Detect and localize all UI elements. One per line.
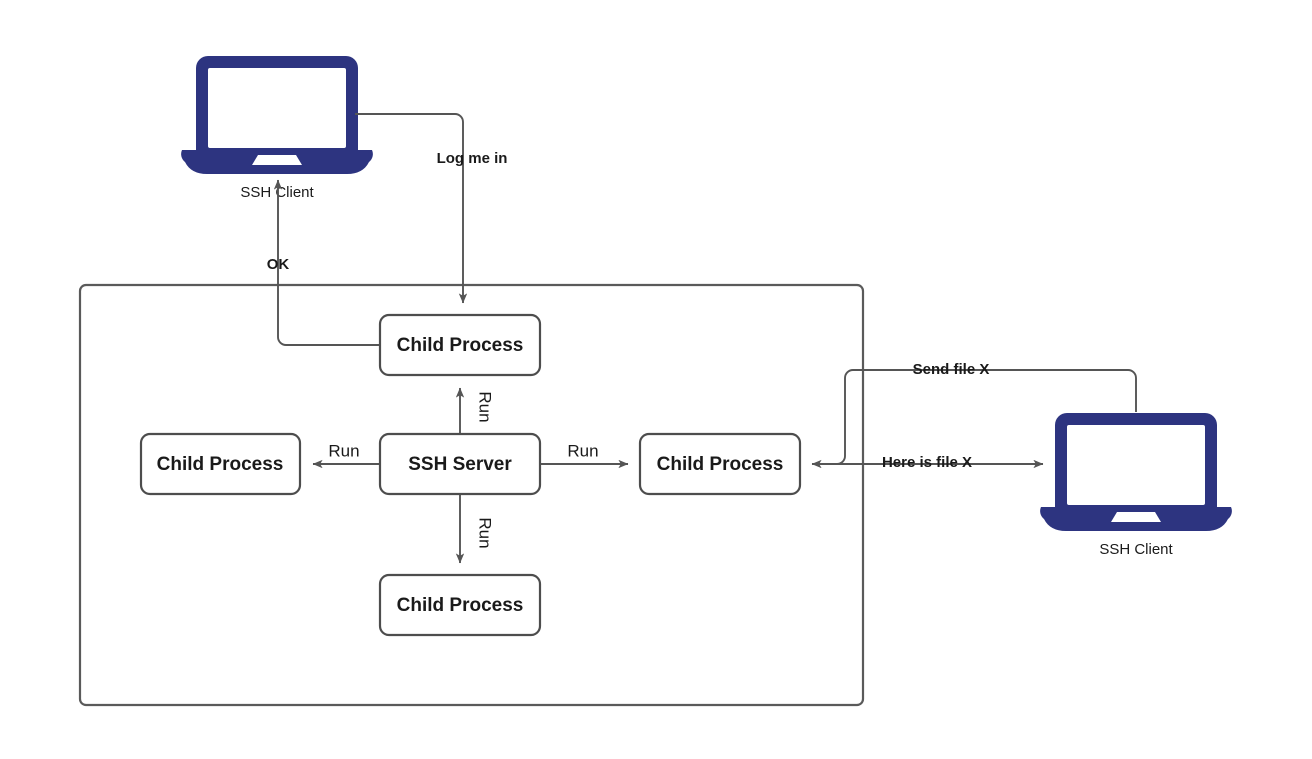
node-label-ssh-server: SSH Server (408, 454, 512, 475)
node-label-child-process-bottom: Child Process (397, 595, 524, 616)
node-child-process-top[interactable]: Child Process (378, 313, 542, 377)
edge-label-run-right: Run (567, 441, 598, 460)
edge-log-me-in (355, 113, 468, 304)
edge-ok (273, 179, 380, 346)
edge-label-log-me-in: Log me in (437, 150, 508, 167)
device-caption-client-right: SSH Client (1099, 541, 1173, 558)
edge-label-here-is-file-x: Here is file X (882, 454, 972, 471)
laptop-icon (181, 56, 373, 174)
node-label-child-process-left: Child Process (157, 454, 284, 475)
edge-label-run-down: Run (476, 517, 495, 548)
edge-label-send-file-x: Send file X (913, 361, 990, 378)
node-child-process-left[interactable]: Child Process (139, 432, 302, 496)
node-label-child-process-right: Child Process (657, 454, 784, 475)
node-label-child-process-top: Child Process (397, 335, 524, 356)
node-child-process-right[interactable]: Child Process (638, 432, 802, 496)
edge-label-run-left: Run (328, 441, 359, 460)
laptop-icon (1040, 413, 1232, 531)
node-child-process-bottom[interactable]: Child Process (378, 573, 542, 637)
ssh-server-host-container (78, 283, 865, 707)
edge-send-file-x (811, 369, 1137, 469)
node-ssh-server[interactable]: SSH Server (378, 432, 542, 496)
edge-label-ok: OK (267, 256, 290, 273)
edge-label-run-up: Run (476, 391, 495, 422)
